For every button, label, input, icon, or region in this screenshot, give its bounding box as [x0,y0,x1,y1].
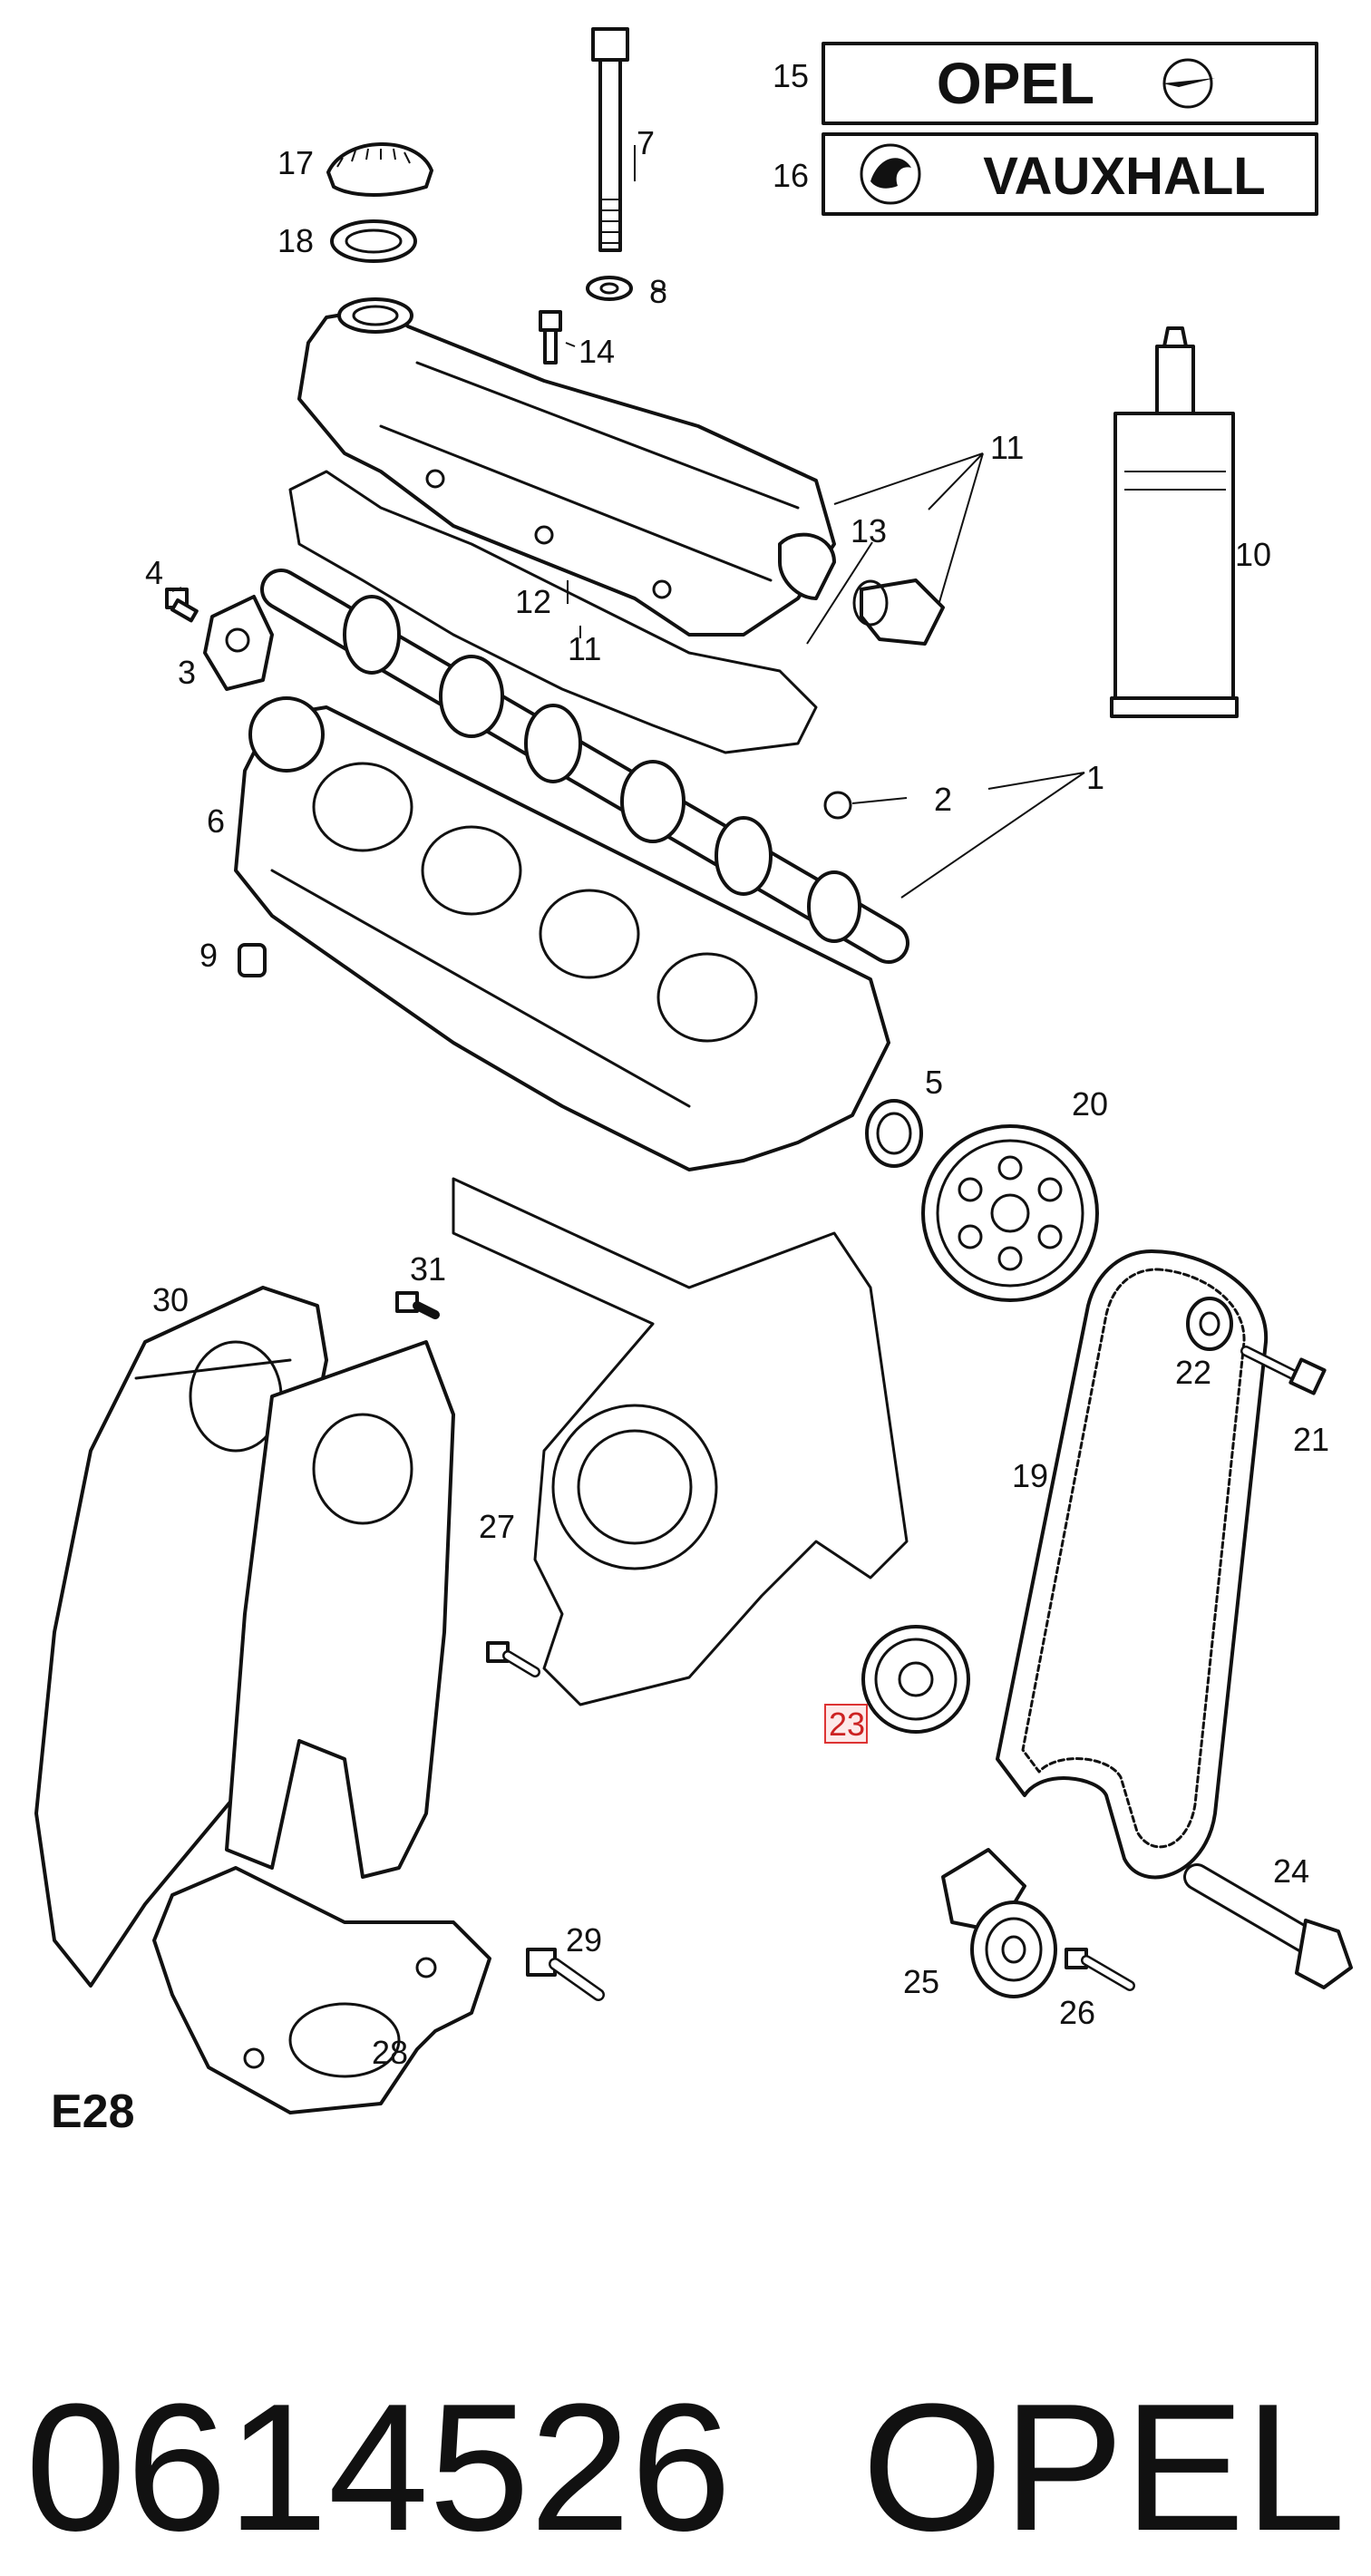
callout-labels: 1 2 3 4 5 6 7 8 9 10 11 11 11 12 13 14 1… [145,124,1329,2071]
crankshaft-sprocket-23 [861,1625,970,1734]
callout-13: 13 [851,512,887,549]
callout-1: 1 [1086,759,1104,796]
callout-19: 19 [1012,1457,1048,1494]
opel-logo-text: OPEL [937,51,1094,116]
seal-5 [865,1099,923,1168]
callout-15: 15 [773,57,809,94]
camshaft-sprocket-20 [921,1124,1099,1302]
screw-misc [486,1641,540,1677]
callout-30: 30 [152,1281,189,1318]
brand-caption: OPEL [861,2367,1346,2569]
tensioner-25 [941,1848,1057,1998]
callout-21: 21 [1293,1421,1329,1458]
callout-23-highlight [824,1704,868,1744]
cylinder-head-6 [234,696,890,1171]
camshaft-cover-11 [297,297,836,637]
callout-4: 4 [145,554,163,591]
cover-plate-3 [203,595,274,691]
seal-18 [330,219,417,263]
bolt-4 [165,588,199,623]
long-bolt-7 [591,27,629,252]
callout-5: 5 [925,1064,943,1101]
callout-18: 18 [277,222,314,259]
timing-belt-19 [996,1249,1269,1880]
callout-28: 28 [372,2034,408,2071]
screw-14 [539,310,562,365]
engine-block-front [452,1177,909,1706]
screw-26 [1065,1948,1135,1991]
figure-code: E28 [51,2085,135,2138]
callout-29: 29 [566,1921,602,1959]
timing-cover-upper-30 [34,1286,328,1988]
vauxhall-griffin-icon [860,143,921,205]
callout-26: 26 [1059,1994,1095,2031]
callout-31: 31 [410,1250,446,1288]
filler-cap-17 [326,142,433,197]
bolt-21 [1240,1346,1327,1395]
timing-cover-lower-28 [152,1866,491,2114]
callout-22: 22 [1175,1354,1211,1391]
callout-8: 8 [649,273,667,310]
callout-12: 12 [515,583,551,620]
callout-7: 7 [637,124,655,161]
callout-2: 2 [934,781,952,818]
leader-lines [171,145,1085,899]
vauxhall-logo-box: VAUXHALL [822,132,1318,216]
camshaft-1 [260,569,909,964]
cover-gasket-12 [288,470,818,754]
o-ring-2 [823,791,852,820]
screw-29 [526,1948,605,2001]
part-number: 0614526 [25,2367,732,2569]
callout-16: 16 [773,157,809,194]
opel-blitz-icon [1162,58,1215,109]
washer-8 [586,276,633,301]
callout-27: 27 [479,1508,515,1545]
sealant-tube-10 [1110,326,1239,718]
dowel-9 [238,943,267,977]
callout-11-gasket: 11 [568,630,601,667]
idler-roller-22 [1186,1297,1233,1351]
callout-24: 24 [1273,1852,1309,1890]
callout-17: 17 [277,144,314,181]
callout-25: 25 [903,1963,939,2000]
timing-cover-middle-27 [225,1340,455,1879]
vauxhall-logo-text: VAUXHALL [983,147,1265,206]
callout-10: 10 [1235,536,1271,573]
callout-3: 3 [178,654,196,691]
callout-9: 9 [199,937,218,974]
elbow-fitting-13 [852,578,945,646]
callout-20: 20 [1072,1085,1108,1123]
screw-31 [395,1291,440,1319]
callout-14: 14 [579,333,615,370]
opel-logo-box: OPEL [822,42,1318,125]
callout-6: 6 [207,802,225,840]
callout-23: 23 [829,1706,865,1743]
bolt-24 [1183,1863,1353,1989]
callout-11-top: 11 [990,429,1024,466]
